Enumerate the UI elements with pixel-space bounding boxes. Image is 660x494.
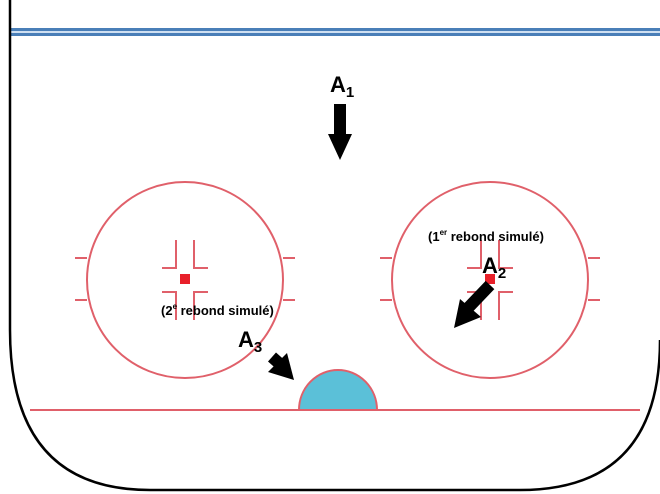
arrow-a1 — [328, 104, 352, 160]
faceoff-circle-left — [75, 181, 295, 379]
label-a2-letter: A — [482, 253, 498, 278]
label-rebound-2-suffix: rebond simulé) — [177, 303, 274, 318]
label-rebound-1-prefix: (1 — [428, 229, 440, 244]
label-a3-letter: A — [238, 327, 254, 352]
label-a3: A3 — [238, 327, 262, 356]
label-rebound-2-sup: e — [172, 302, 178, 311]
label-a1-letter: A — [330, 72, 346, 97]
label-a1: A1 — [330, 72, 354, 101]
label-a3-index: 3 — [253, 339, 263, 356]
label-a2: A2 — [482, 253, 506, 282]
blue-line-highlight — [11, 31, 660, 33]
label-a2-index: 2 — [497, 265, 507, 282]
rink-boards — [8, 0, 660, 492]
arrow-a3 — [268, 352, 294, 380]
goal-crease — [297, 369, 379, 411]
faceoff-dot-right — [485, 274, 495, 284]
label-rebound-2: (2e rebond simulé) — [161, 302, 274, 318]
label-rebound-2-prefix: (2 — [161, 303, 173, 318]
arrow-a2 — [454, 280, 495, 328]
faceoff-dot-left — [180, 274, 190, 284]
label-a1-index: 1 — [345, 84, 355, 101]
label-rebound-1: (1er rebond simulé) — [428, 228, 544, 244]
label-rebound-1-suffix: rebond simulé) — [447, 229, 544, 244]
label-rebound-1-sup: er — [439, 228, 448, 237]
